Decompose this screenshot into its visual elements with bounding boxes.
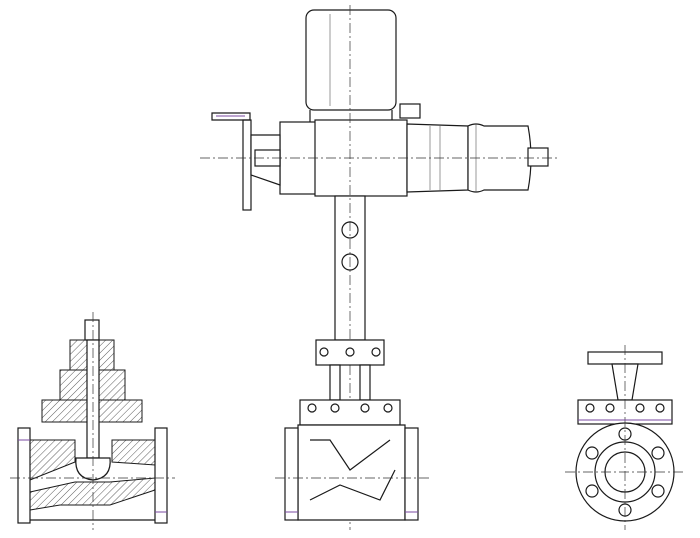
electric-actuator (200, 9, 560, 211)
side-view (565, 345, 685, 530)
yoke (299, 5, 401, 530)
valve-body-front (275, 424, 430, 521)
sectional-view (10, 312, 175, 530)
